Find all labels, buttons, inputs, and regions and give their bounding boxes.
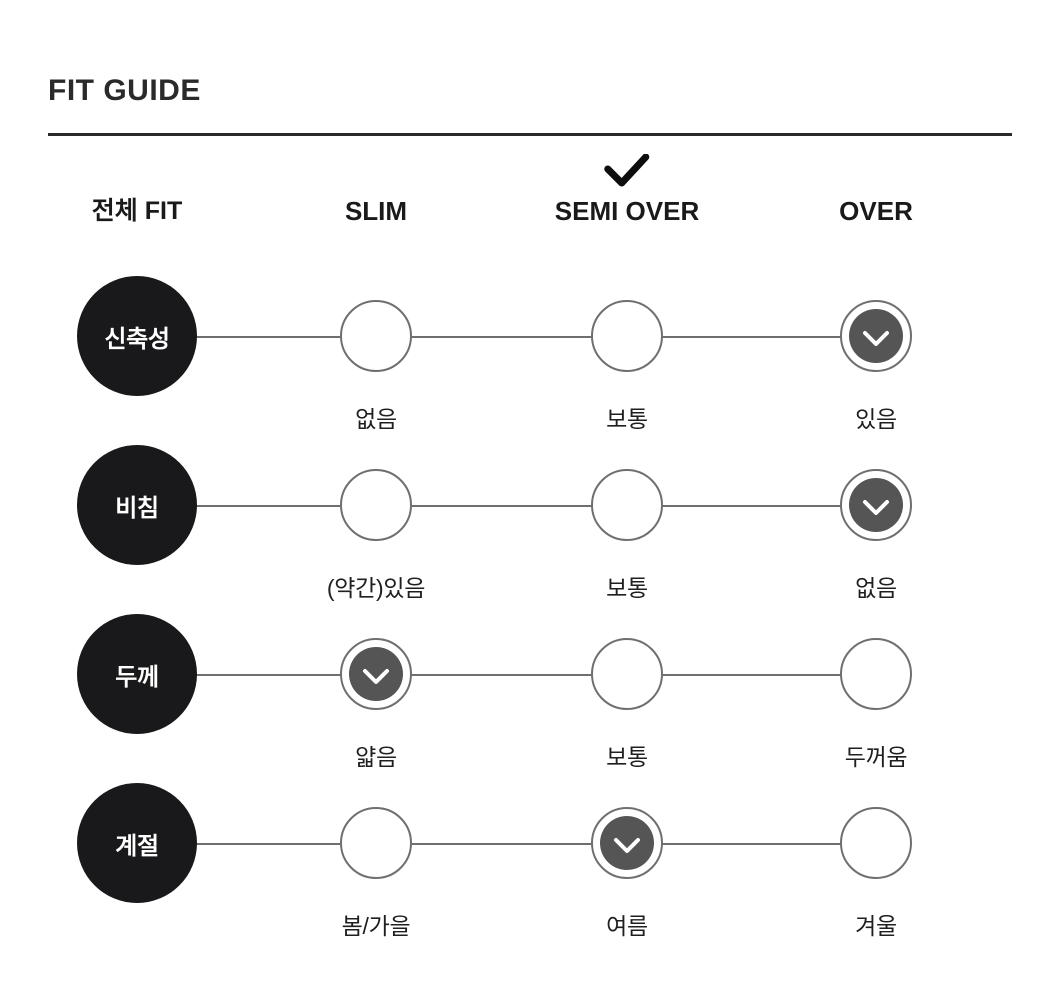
node-ring [840,638,912,710]
node-ring [340,469,412,541]
option-label: (약간)있음 [326,575,426,601]
node-ring [340,300,412,372]
option-label: 여름 [606,913,648,939]
option-node-semi-over[interactable]: 보통 [591,638,663,770]
option-label: 보통 [606,744,648,770]
option-label: 보통 [606,575,648,601]
option-node-over[interactable]: 두꺼움 [840,638,912,770]
title-divider [48,133,1012,136]
row-label-header: 전체 FIT [91,197,183,225]
row-track-line [190,336,880,338]
table-row: 두께 얇음 보통 [0,614,1040,787]
category-bubble: 두께 [77,614,197,734]
option-node-slim[interactable]: 얇음 [340,638,412,770]
row-track-line [190,843,880,845]
table-row: 비침 (약간)있음 보통 [0,445,1040,618]
column-header-over: OVER [839,196,913,226]
node-check-icon [849,309,903,363]
table-row: 계절 봄/가을 여름 [0,783,1040,956]
node-ring [591,469,663,541]
node-ring [340,807,412,879]
option-label: 없음 [355,406,397,432]
row-track-line [190,505,880,507]
option-node-over[interactable]: 없음 [840,469,912,601]
node-ring [840,807,912,879]
column-header-semi-over: SEMI OVER [554,154,700,227]
node-check-icon [600,816,654,870]
option-node-over[interactable]: 있음 [840,300,912,432]
category-bubble: 신축성 [77,276,197,396]
node-ring [591,300,663,372]
node-ring [591,638,663,710]
column-header-semi-over-label: SEMI OVER [554,196,700,226]
option-node-slim[interactable]: (약간)있음 [327,469,425,601]
option-node-over[interactable]: 겨울 [840,807,912,939]
node-check-icon [849,478,903,532]
category-bubble: 계절 [77,783,197,903]
option-node-slim[interactable]: 없음 [340,300,412,432]
option-label: 없음 [855,575,897,601]
category-bubble: 비침 [77,445,197,565]
column-header-slim: SLIM [344,196,408,226]
option-label: 두꺼움 [844,744,908,770]
option-node-semi-over[interactable]: 여름 [591,807,663,939]
table-row: 신축성 없음 보통 [0,276,1040,449]
check-icon [604,154,650,188]
option-node-slim[interactable]: 봄/가을 [340,807,412,939]
option-label: 겨울 [855,913,897,939]
option-label: 봄/가을 [341,913,411,939]
page-title: FIT GUIDE [48,74,201,107]
option-label: 보통 [606,406,648,432]
option-label: 있음 [855,406,897,432]
row-track-line [190,674,880,676]
option-label: 얇음 [355,744,397,770]
column-header-row: 전체 FIT SLIM SEMI OVER OVER [0,154,1040,238]
option-node-semi-over[interactable]: 보통 [591,469,663,601]
node-check-icon [349,647,403,701]
option-node-semi-over[interactable]: 보통 [591,300,663,432]
